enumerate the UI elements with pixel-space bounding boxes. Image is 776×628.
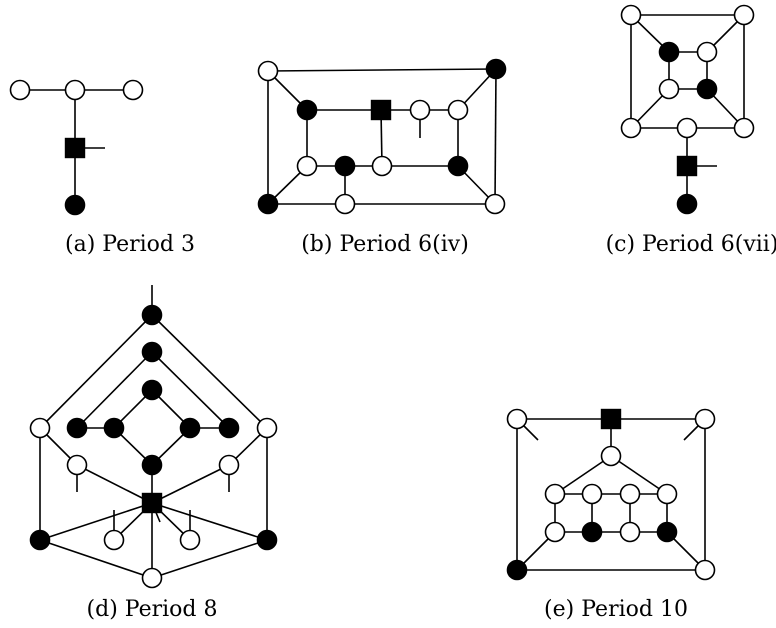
white-vertex <box>544 483 566 505</box>
black-vertex <box>179 417 201 439</box>
white-vertex <box>371 155 393 177</box>
black-vertex <box>485 58 507 80</box>
white-vertex <box>581 483 603 505</box>
caption-d: (d) Period 8 <box>86 597 218 622</box>
black-vertex <box>64 194 86 216</box>
white-vertex <box>544 521 566 543</box>
graph-edge <box>151 502 268 541</box>
white-vertex <box>218 454 240 476</box>
white-vertex <box>656 483 678 505</box>
graph-edge <box>610 455 668 495</box>
black-vertex <box>696 78 718 100</box>
black-vertex <box>296 99 318 121</box>
graph-b <box>257 58 507 215</box>
white-vertex <box>66 454 88 476</box>
caption-b: (b) Period 6(iv) <box>301 232 469 257</box>
graph-edge <box>151 539 268 579</box>
black-vertex <box>29 529 51 551</box>
white-vertex <box>619 521 641 543</box>
black-vertex <box>658 41 680 63</box>
white-vertex <box>619 483 641 505</box>
square-vertex <box>676 155 698 177</box>
black-vertex <box>447 155 469 177</box>
white-vertex <box>620 4 642 26</box>
black-vertex <box>257 193 279 215</box>
graph-a <box>9 79 144 216</box>
black-vertex <box>141 304 163 326</box>
white-vertex <box>447 99 469 121</box>
graph-e <box>506 408 716 581</box>
square-vertex <box>141 492 163 514</box>
graph-edge <box>76 464 153 504</box>
white-vertex <box>694 408 716 430</box>
white-vertex <box>409 99 431 121</box>
white-vertex <box>658 78 680 100</box>
graph-edge <box>151 351 230 429</box>
white-vertex <box>733 4 755 26</box>
graph-edge <box>267 68 497 72</box>
black-vertex <box>103 417 125 439</box>
white-vertex <box>122 79 144 101</box>
black-vertex <box>334 155 356 177</box>
graph-edge <box>39 314 153 429</box>
black-vertex <box>256 529 278 551</box>
graph-d <box>29 285 278 589</box>
black-vertex <box>581 521 603 543</box>
white-vertex <box>9 79 31 101</box>
black-vertex <box>676 193 698 215</box>
black-vertex <box>141 341 163 363</box>
graph-edge <box>76 351 153 429</box>
graph-edge <box>39 502 153 541</box>
white-vertex <box>64 79 86 101</box>
white-vertex <box>676 117 698 139</box>
white-vertex <box>694 559 716 581</box>
square-vertex <box>600 408 622 430</box>
graph-edge <box>494 68 497 205</box>
white-vertex <box>506 408 528 430</box>
graph-c <box>620 4 755 215</box>
black-vertex <box>656 521 678 543</box>
white-vertex <box>256 417 278 439</box>
white-vertex <box>620 117 642 139</box>
white-vertex <box>103 529 125 551</box>
white-vertex <box>296 155 318 177</box>
graph-edge <box>39 539 153 579</box>
white-vertex <box>179 529 201 551</box>
white-vertex <box>334 193 356 215</box>
graph-edge <box>151 464 230 504</box>
caption-c: (c) Period 6(vii) <box>605 232 776 257</box>
graph-edge <box>554 455 612 495</box>
black-vertex <box>66 417 88 439</box>
square-vertex <box>64 137 86 159</box>
graph-edge <box>151 314 268 429</box>
black-vertex <box>141 379 163 401</box>
white-vertex <box>696 41 718 63</box>
white-vertex <box>484 193 506 215</box>
black-vertex <box>141 454 163 476</box>
white-vertex <box>141 567 163 589</box>
square-vertex <box>370 99 392 121</box>
white-vertex <box>733 117 755 139</box>
white-vertex <box>600 445 622 467</box>
black-vertex <box>218 417 240 439</box>
caption-e: (e) Period 10 <box>544 597 688 622</box>
caption-a: (a) Period 3 <box>65 232 195 257</box>
white-vertex <box>257 60 279 82</box>
white-vertex <box>29 417 51 439</box>
black-vertex <box>506 559 528 581</box>
